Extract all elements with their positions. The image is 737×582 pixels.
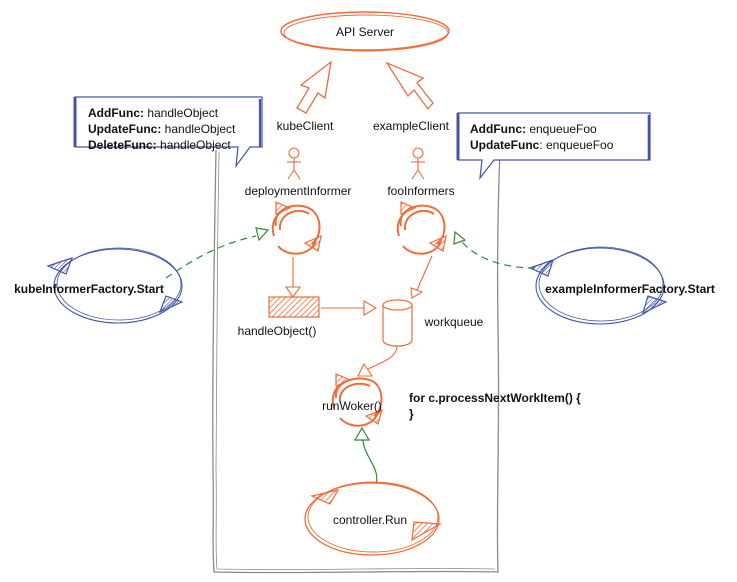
controller-run-arrow-left-icon [310,489,340,505]
example-factory-label: exampleInformerFactory.Start [545,282,715,296]
svg-text:AddFunc: handleObject: AddFunc: handleObject [88,106,219,120]
kube-client-label: kubeClient [277,119,334,133]
foo-informers-label: fooInformers [387,184,454,198]
example-factory-arrow-top-icon [528,259,554,277]
kube-factory-label: kubeInformerFactory.Start [14,282,164,296]
handle-object-label: handleObject() [238,324,317,338]
foo-informers-loop-icon [396,201,447,255]
example-client-label: exampleClient [373,119,450,133]
handler-to-queue-arrow-icon [363,300,378,316]
svg-text:UpdateFunc: handleObject: UpdateFunc: handleObject [88,122,236,136]
workqueue-label: workqueue [424,315,484,329]
run-to-worker-line [361,435,378,485]
controller-boundary-shadow [215,151,496,570]
run-worker-loop-icon [331,373,383,427]
run-to-worker-arrow-icon [353,426,371,441]
controller-run-arrow-right-icon [411,521,442,542]
foo-to-queue-line [416,255,433,291]
controller-run-loop [304,481,442,556]
kube-client-arrow [296,60,332,114]
right-handler-note: AddFunc: enqueueFoo UpdateFunc: enqueueF… [456,112,651,181]
queue-to-worker-line [365,345,398,371]
api-server-node: API Server [280,11,450,52]
run-worker-label: runWoker() [322,399,382,413]
svg-text:AddFunc: enqueueFoo: AddFunc: enqueueFoo [470,122,597,136]
controller-run-label: controller.Run [333,513,407,527]
queue-to-worker-arrow-icon [357,362,374,377]
kube-factory-to-informer-link [165,235,257,279]
example-factory-to-informer-link [461,241,536,269]
deployment-informer-actor-icon [287,147,301,180]
example-client-arrow [385,61,434,111]
kube-factory-arrow-top-icon [46,257,74,275]
svg-text:UpdateFunc: enqueueFoo: UpdateFunc: enqueueFoo [470,138,614,152]
kube-factory-to-informer-arrow-icon [255,227,270,242]
informer-to-handler-arrow-icon [284,286,302,298]
process-loop-line1: for c.processNextWorkItem() { [409,391,581,405]
example-factory-loop [528,246,668,325]
controller-boundary [212,149,501,574]
api-server-label: API Server [336,25,394,39]
svg-text:DeleteFunc: handleObject: DeleteFunc: handleObject [88,138,231,152]
example-factory-arrow-bottom-icon [642,295,668,315]
deployment-informer-label: deploymentInformer [245,184,352,198]
deployment-informer-loop-icon [271,201,322,255]
foo-to-queue-arrow-icon [410,287,424,299]
process-loop-line2: } [409,407,414,421]
foo-informers-actor-icon [411,147,425,180]
handle-object-box [268,296,320,318]
kube-factory-arrow-bottom-icon [158,295,184,314]
workqueue-cylinder [382,299,413,347]
left-handler-note: AddFunc: handleObject UpdateFunc: handle… [73,96,263,169]
kube-factory-loop [46,247,184,324]
example-factory-to-informer-arrow-icon [453,230,467,245]
